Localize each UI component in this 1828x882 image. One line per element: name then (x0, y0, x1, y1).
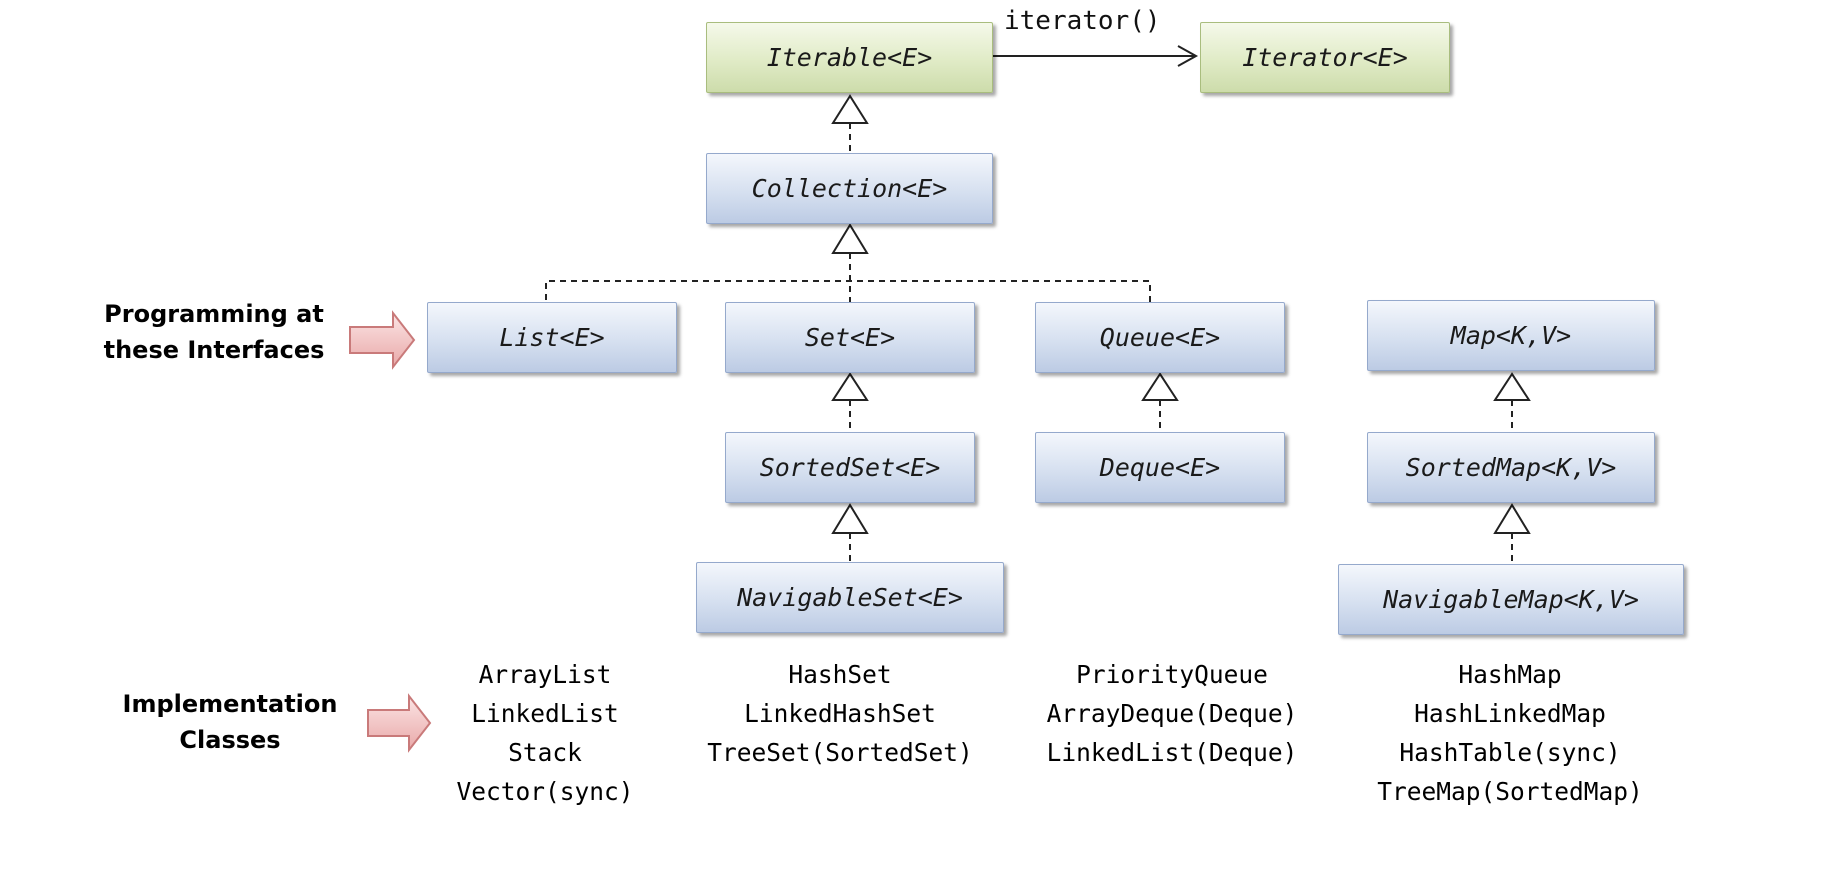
iterable-interface-box: Iterable<E> (706, 22, 993, 93)
programming-arrow-icon (349, 310, 416, 370)
queue-interface-box: Queue<E> (1035, 302, 1285, 373)
iterator-interface-box: Iterator<E> (1200, 22, 1450, 93)
queue-impl-item: LinkedList(Deque) (1046, 738, 1298, 767)
list-impl-item: Vector(sync) (456, 777, 634, 806)
map-impl-item: HashMap (1458, 660, 1562, 689)
map-interface-box: Map<K,V> (1367, 300, 1655, 371)
sortedset-interface-box: SortedSet<E> (725, 432, 975, 503)
implementation-classes-label: Implementation Classes (100, 686, 360, 758)
set-impl-item: LinkedHashSet (744, 699, 936, 728)
programming-label-line1: Programming at (104, 300, 324, 328)
sortedmap-interface-box: SortedMap<K,V> (1367, 432, 1655, 503)
list-impl-item: LinkedList (471, 699, 619, 728)
deque-interface-box: Deque<E> (1035, 432, 1285, 503)
set-impl-item: HashSet (788, 660, 892, 689)
implementation-label-line2: Classes (179, 726, 281, 754)
map-implementations: HashMap HashLinkedMap HashTable(sync) Tr… (1330, 655, 1690, 811)
programming-interfaces-label: Programming at these Interfaces (84, 296, 344, 368)
iterator-association-arrowhead (1177, 45, 1199, 67)
list-impl-item: Stack (508, 738, 582, 767)
list-interface-box: List<E> (427, 302, 677, 373)
set-implementations: HashSet LinkedHashSet TreeSet(SortedSet) (670, 655, 1010, 772)
iterator-method-label: iterator() (1004, 6, 1161, 36)
programming-label-line2: these Interfaces (103, 336, 325, 364)
queue-impl-item: ArrayDeque(Deque) (1046, 699, 1298, 728)
map-impl-item: HashTable(sync) (1399, 738, 1621, 767)
navigableset-to-sortedset-triangle (831, 503, 869, 534)
subinterfaces-to-collection-triangle (831, 223, 869, 254)
deque-to-queue-triangle (1141, 372, 1179, 401)
navigableset-interface-box: NavigableSet<E> (696, 562, 1004, 633)
list-impl-item: ArrayList (478, 660, 612, 689)
sortedmap-to-map-triangle (1493, 372, 1531, 401)
list-implementations: ArrayList LinkedList Stack Vector(sync) (422, 655, 668, 811)
queue-impl-item: PriorityQueue (1076, 660, 1268, 689)
collection-interface-box: Collection<E> (706, 153, 993, 224)
queue-implementations: PriorityQueue ArrayDeque(Deque) LinkedLi… (1012, 655, 1332, 772)
implementation-arrow-icon (367, 693, 432, 753)
map-impl-item: TreeMap(SortedMap) (1377, 777, 1643, 806)
subinterfaces-bracket-line (545, 280, 1151, 302)
set-impl-item: TreeSet(SortedSet) (707, 738, 973, 767)
navigablemap-to-sortedmap-triangle (1493, 503, 1531, 534)
map-impl-item: HashLinkedMap (1414, 699, 1606, 728)
sortedset-to-set-triangle (831, 372, 869, 401)
navigablemap-interface-box: NavigableMap<K,V> (1338, 564, 1684, 635)
implementation-label-line1: Implementation (122, 690, 338, 718)
set-interface-box: Set<E> (725, 302, 975, 373)
collection-to-iterable-triangle (831, 94, 869, 124)
